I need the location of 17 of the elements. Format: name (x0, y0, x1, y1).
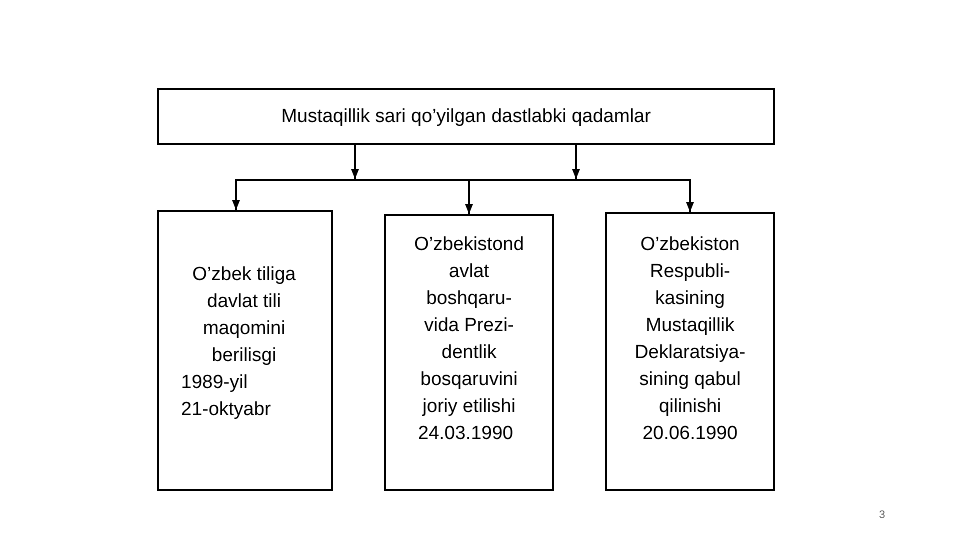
arrow (686, 181, 694, 212)
box-text: O’zbek tiliga davlat tili maqomini berilisgi (191, 263, 297, 368)
event-box (384, 214, 554, 491)
date-text: 24.03.1990 (417, 422, 514, 446)
event-box (605, 212, 775, 491)
arrow (351, 145, 359, 179)
box-text: Mustaqillik sari qo’yilgan dastlabki qadamlar (280, 105, 652, 129)
event-box (157, 210, 333, 491)
heading-box (157, 88, 775, 145)
arrow (465, 181, 473, 214)
box-text: O’zbekistond avlat boshqaru- vida Prezi- dentlik bosqaruvini joriy etilishi (413, 233, 525, 419)
box-text: O’zbekiston Respubli- kasining Mustaqillik Deklaratsiya- sining qabul qilinishi 20.06.1990 (634, 233, 746, 446)
arrow (572, 145, 580, 179)
page-number: 3 (879, 509, 886, 521)
arrow (232, 181, 240, 210)
date-text: 1989-yil 21-oktyabr (180, 370, 272, 422)
bus-line (235, 179, 691, 181)
